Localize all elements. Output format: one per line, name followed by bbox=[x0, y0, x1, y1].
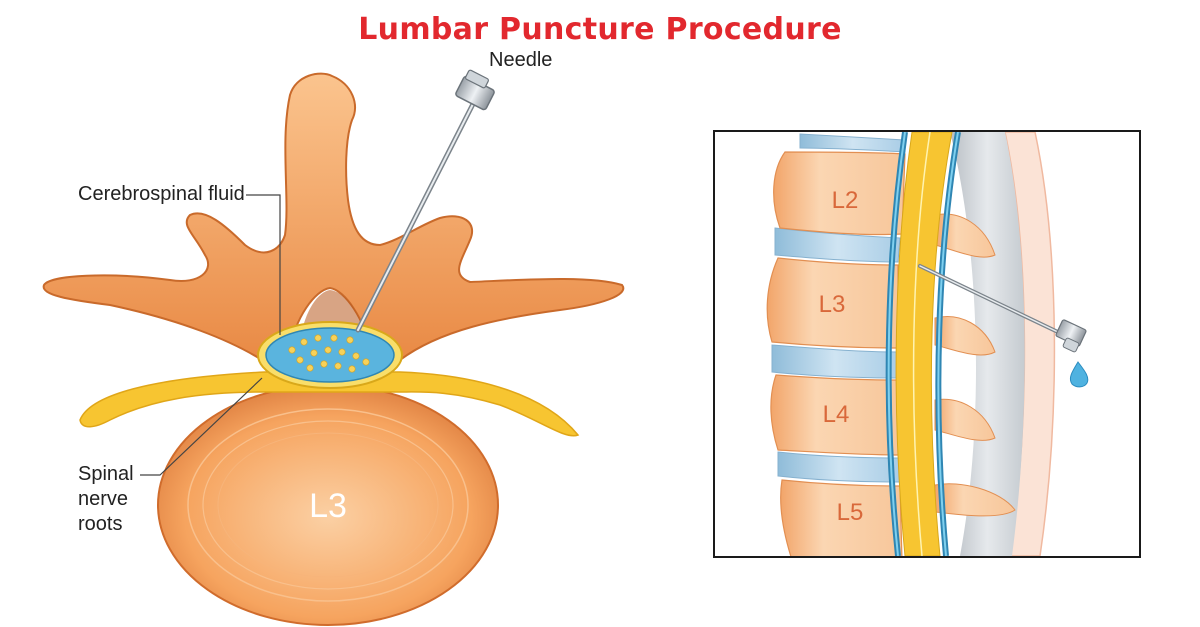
page-title: Lumbar Puncture Procedure bbox=[358, 12, 842, 47]
csf-leader-line bbox=[246, 194, 281, 335]
needle-right bbox=[918, 264, 1089, 388]
csf-sac bbox=[265, 327, 395, 383]
nerve-roots-label-line3: roots bbox=[78, 513, 122, 535]
nerve-roots-label-line2: nerve bbox=[78, 488, 128, 510]
needle-label: Needle bbox=[489, 49, 552, 71]
vertebra-body-label: L3 bbox=[309, 487, 347, 525]
csf-label: Cerebrospinal fluid bbox=[78, 183, 245, 205]
spinal-canal bbox=[895, 132, 953, 556]
csf-drop bbox=[1069, 361, 1089, 388]
axial-vertebra-diagram: Needle Cerebrospinal fluid Spinal nerve … bbox=[42, 49, 625, 626]
vertebra-l2 bbox=[773, 151, 906, 236]
vertebral-arch bbox=[42, 72, 625, 362]
csf-dots bbox=[288, 334, 370, 373]
vertebra-l4 bbox=[770, 374, 901, 456]
sagittal-spine-diagram: L2 L3 L4 L5 bbox=[766, 132, 1089, 556]
nerve-roots-label-line1: Spinal bbox=[78, 463, 134, 485]
needle-left bbox=[355, 69, 495, 333]
nerve-roots-leader-line bbox=[140, 377, 263, 476]
label-l5: L5 bbox=[837, 499, 864, 526]
nerve-roots-band bbox=[79, 371, 580, 437]
vertebra-l3 bbox=[766, 257, 899, 349]
label-l2: L2 bbox=[832, 187, 859, 214]
vertebra-l5 bbox=[780, 479, 903, 556]
label-l3: L3 bbox=[819, 291, 846, 318]
label-l4: L4 bbox=[823, 401, 850, 428]
